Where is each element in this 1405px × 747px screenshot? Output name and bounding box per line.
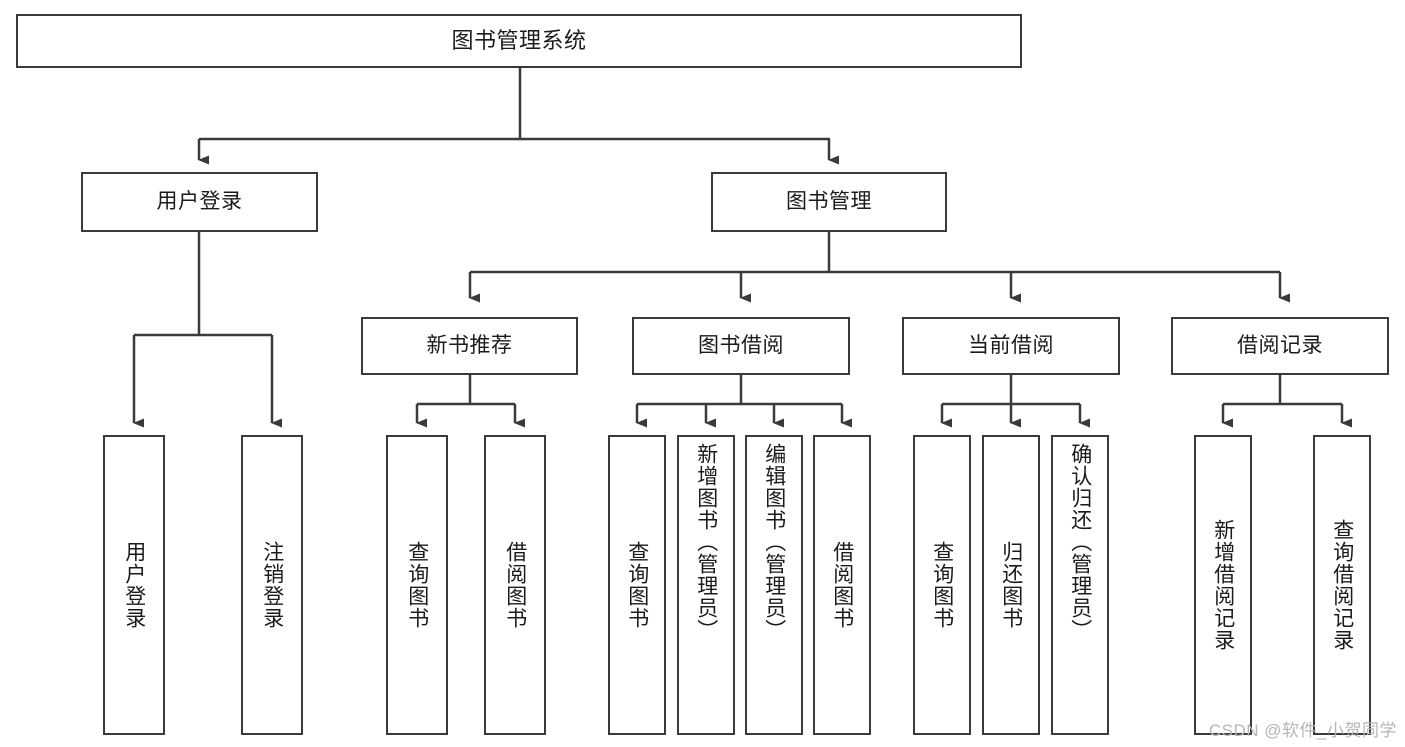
- leaf-label: 新增图书（管理员）: [694, 443, 718, 641]
- leaf-add-book-admin[interactable]: 新增图书（管理员）: [677, 435, 735, 735]
- node-current-borrow[interactable]: 当前借阅: [902, 317, 1120, 375]
- leaf-label: 编辑图书（管理员）: [762, 443, 786, 641]
- leaf-user-logout[interactable]: 注销登录: [241, 435, 303, 735]
- leaf-label: 确认归还（管理员）: [1068, 443, 1092, 641]
- leaf-query-books-recommend[interactable]: 查询图书: [386, 435, 448, 735]
- leaf-label: 注销登录: [260, 541, 284, 629]
- leaf-borrow-book[interactable]: 借阅图书: [813, 435, 871, 735]
- leaf-user-login[interactable]: 用户登录: [103, 435, 165, 735]
- leaf-label: 新增借阅记录: [1211, 519, 1235, 651]
- node-borrow-records[interactable]: 借阅记录: [1171, 317, 1389, 375]
- leaf-query-borrow-record[interactable]: 查询借阅记录: [1313, 435, 1371, 735]
- leaf-label: 借阅图书: [503, 541, 527, 629]
- node-book-borrow[interactable]: 图书借阅: [632, 317, 850, 375]
- leaf-label: 归还图书: [999, 541, 1023, 629]
- leaf-label: 借阅图书: [830, 541, 854, 629]
- leaf-label: 查询图书: [625, 541, 649, 629]
- leaf-label: 查询图书: [930, 541, 954, 629]
- node-user-login[interactable]: 用户登录: [81, 172, 318, 232]
- leaf-label: 查询借阅记录: [1330, 519, 1354, 651]
- leaf-edit-book-admin[interactable]: 编辑图书（管理员）: [745, 435, 803, 735]
- node-root-system[interactable]: 图书管理系统: [16, 14, 1022, 68]
- leaf-label: 用户登录: [122, 541, 146, 629]
- node-new-book-recommend[interactable]: 新书推荐: [361, 317, 578, 375]
- leaf-query-books-current[interactable]: 查询图书: [913, 435, 971, 735]
- leaf-borrow-books-recommend[interactable]: 借阅图书: [484, 435, 546, 735]
- leaf-label: 查询图书: [405, 541, 429, 629]
- leaf-confirm-return-admin[interactable]: 确认归还（管理员）: [1051, 435, 1109, 735]
- leaf-add-borrow-record[interactable]: 新增借阅记录: [1194, 435, 1252, 735]
- watermark-text: CSDN @软件_小贺同学: [1208, 721, 1397, 740]
- node-book-management[interactable]: 图书管理: [711, 172, 947, 232]
- leaf-return-book[interactable]: 归还图书: [982, 435, 1040, 735]
- leaf-query-books-borrow[interactable]: 查询图书: [608, 435, 666, 735]
